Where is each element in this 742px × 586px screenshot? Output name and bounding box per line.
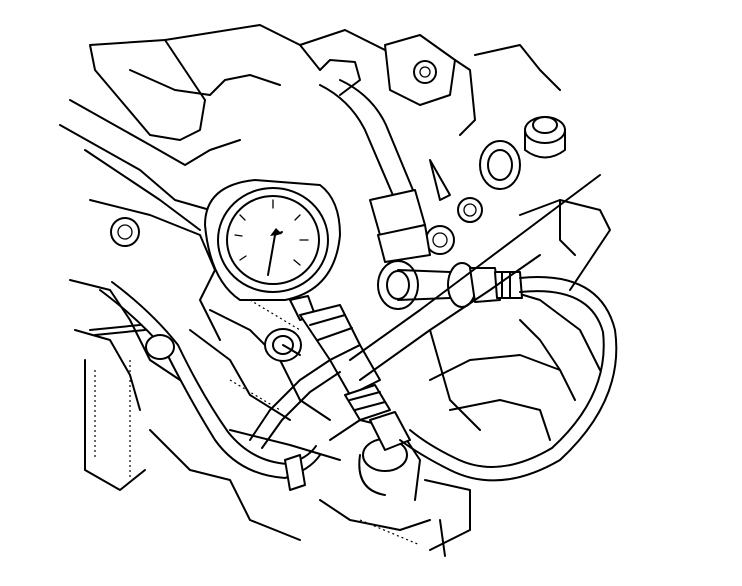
gauge-fitting [299,304,411,451]
pressure-gauge [204,179,341,321]
engine-block [59,24,611,557]
gauge-hose [89,276,618,491]
hose-fitting [319,79,431,263]
fuel-line-adapter [377,260,523,310]
frame-lines [349,174,601,431]
